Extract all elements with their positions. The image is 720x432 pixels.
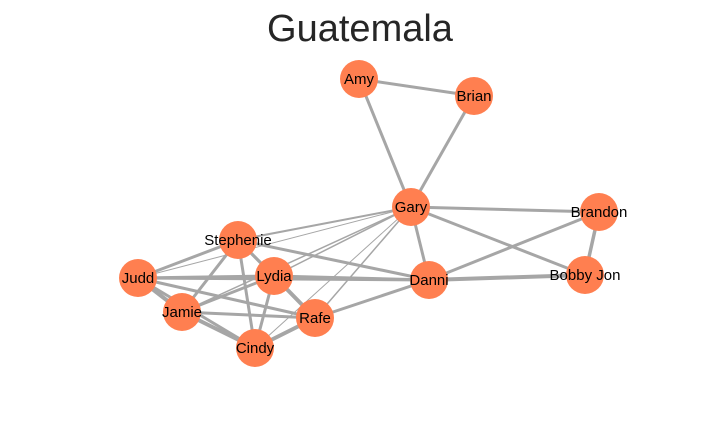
- node-brian: Brian: [455, 77, 493, 115]
- edge-amy-gary: [357, 77, 413, 209]
- edge-gary-brandon: [409, 205, 601, 214]
- node-jamie: Jamie: [162, 293, 202, 331]
- edge-brian-gary: [409, 94, 476, 209]
- edge-danni-bobbyjon: [427, 273, 587, 282]
- node-circle-rafe: [296, 299, 334, 337]
- node-stephenie: Stephenie: [204, 221, 272, 259]
- node-circle-bobbyjon: [566, 256, 604, 294]
- node-danni: Danni: [409, 261, 449, 299]
- node-label-danni: Danni: [409, 272, 448, 289]
- node-label-stephenie: Stephenie: [204, 232, 272, 249]
- node-circle-jamie: [163, 293, 201, 331]
- node-bobbyjon: Bobby Jon: [550, 256, 621, 294]
- node-label-judd: Judd: [122, 270, 155, 287]
- edge-gary-stephenie: [237, 206, 412, 241]
- node-circle-judd: [119, 259, 157, 297]
- node-label-brandon: Brandon: [571, 204, 628, 221]
- edge-amy-brian: [357, 77, 476, 98]
- node-gary: Gary: [392, 188, 430, 226]
- node-circle-brandon: [580, 193, 618, 231]
- edge-danni-lydia: [272, 274, 431, 282]
- node-circle-danni: [410, 261, 448, 299]
- node-judd: Judd: [119, 259, 157, 297]
- node-circle-brian: [455, 77, 493, 115]
- node-rafe: Rafe: [296, 299, 334, 337]
- edge-gary-rafe: [314, 206, 412, 319]
- node-label-gary: Gary: [395, 199, 428, 216]
- node-circle-stephenie: [219, 221, 257, 259]
- edge-gary-lydia: [273, 206, 412, 277]
- edge-judd-rafe: [136, 276, 317, 320]
- edge-gary-judd: [137, 206, 412, 279]
- node-label-brian: Brian: [456, 88, 491, 105]
- node-label-bobbyjon: Bobby Jon: [550, 267, 621, 284]
- node-lydia: Lydia: [255, 257, 293, 295]
- node-cindy: Cindy: [236, 329, 275, 367]
- node-label-cindy: Cindy: [236, 340, 275, 357]
- node-circle-gary: [392, 188, 430, 226]
- node-label-rafe: Rafe: [299, 310, 331, 327]
- edge-danni-stephenie: [236, 238, 431, 282]
- edge-brandon-danni: [427, 210, 601, 282]
- edge-danni-rafe: [313, 278, 431, 320]
- node-circle-amy: [340, 60, 378, 98]
- diagram-title: Guatemala: [267, 8, 453, 50]
- node-label-amy: Amy: [344, 71, 375, 88]
- node-amy: Amy: [340, 60, 378, 98]
- edge-gary-jamie: [181, 206, 412, 313]
- node-circle-lydia: [255, 257, 293, 295]
- edge-gary-bobbyjon: [409, 205, 587, 277]
- node-label-lydia: Lydia: [256, 268, 292, 285]
- node-label-jamie: Jamie: [162, 304, 202, 321]
- node-circle-cindy: [236, 329, 274, 367]
- edge-jamie-rafe: [180, 310, 317, 320]
- node-brandon: Brandon: [571, 193, 628, 231]
- edge-judd-lydia: [136, 274, 276, 280]
- edges-layer: [136, 77, 601, 350]
